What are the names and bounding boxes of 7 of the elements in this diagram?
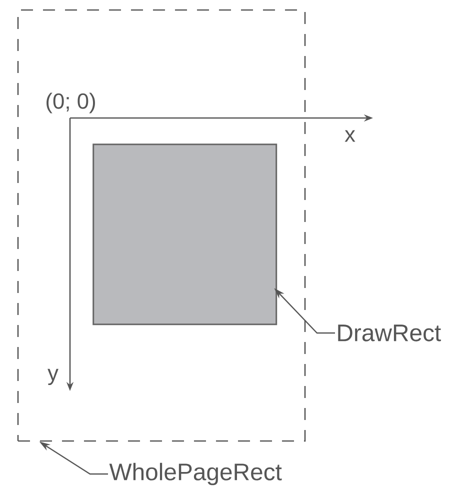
draw-rect <box>92 144 278 326</box>
axis-label: x <box>344 130 356 142</box>
axis-label: (0; 0) <box>46 92 95 114</box>
callout-label: WholePageRect <box>109 462 282 486</box>
callout-label: DrawRect <box>338 324 441 342</box>
axis-label: y <box>48 368 58 386</box>
page-rect <box>17 9 306 442</box>
